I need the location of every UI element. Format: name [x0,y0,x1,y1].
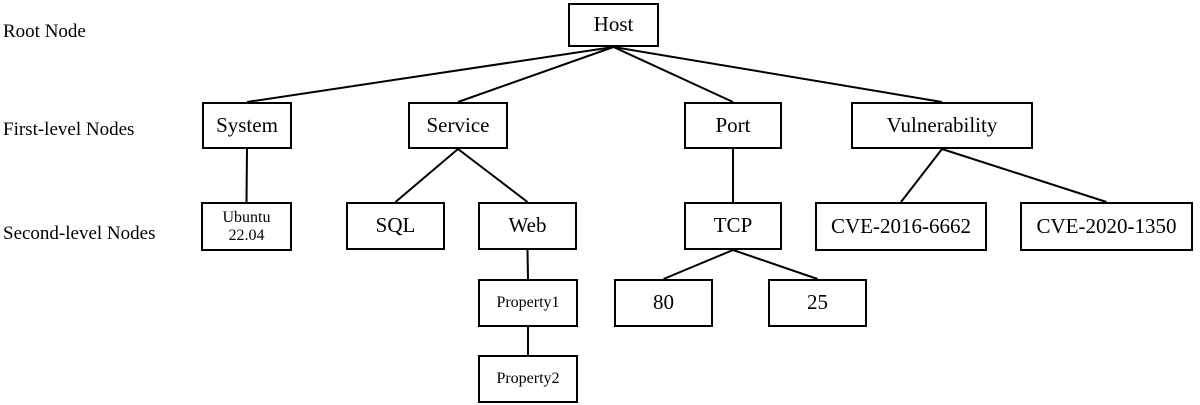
node-port80-label: 80 [653,290,674,315]
node-sql: SQL [346,202,445,250]
node-ubuntu-label-line2: 22.04 [228,226,265,244]
node-web-label: Web [508,213,547,238]
node-property2: Property2 [478,355,578,403]
node-property1: Property1 [478,279,578,327]
node-host: Host [568,3,659,47]
edge-tcp-port25 [732,249,818,280]
node-port25-label: 25 [807,290,828,315]
level-label-root: Root Node [3,21,86,42]
edge-host-service [457,46,614,103]
node-cve1-label: CVE-2016-6662 [831,213,971,238]
node-web: Web [478,202,577,250]
node-tcp-label: TCP [713,213,753,238]
node-ubuntu-label-line1: Ubuntu [222,208,271,226]
edge-vulnerability-cve1 [900,148,943,203]
level-label-first: First-level Nodes [3,119,135,140]
node-service: Service [408,102,508,149]
node-vulnerability: Vulnerability [851,102,1033,149]
node-property2-label: Property2 [496,370,560,388]
node-host-label: Host [593,12,634,37]
edge-service-web [457,148,529,203]
node-port-label: Port [715,112,751,137]
node-system-label: System [216,112,278,137]
node-property1-label: Property1 [496,294,560,312]
node-port-80: 80 [614,279,713,327]
edge-system-ubuntu [245,148,248,203]
edge-web-property1 [526,249,529,280]
node-sql-label: SQL [375,213,416,238]
node-system: System [202,102,292,149]
node-vulnerability-label: Vulnerability [886,112,998,137]
node-ubuntu: Ubuntu 22.04 [201,202,292,251]
edge-host-system [246,46,614,103]
node-cve-2016-6662: CVE-2016-6662 [815,202,987,251]
edge-service-sql [394,148,459,203]
node-cve-2020-1350: CVE-2020-1350 [1020,202,1193,251]
node-port-25: 25 [768,279,867,327]
edge-vulnerability-cve2 [941,148,1107,203]
node-port: Port [684,102,782,149]
edge-tcp-port80 [663,249,734,280]
level-label-second: Second-level Nodes [3,223,156,244]
node-cve2-label: CVE-2020-1350 [1036,213,1177,238]
edge-host-port [613,46,734,103]
edge-host-vulnerability [613,46,943,103]
node-tcp: TCP [684,202,782,250]
node-service-label: Service [426,112,490,137]
